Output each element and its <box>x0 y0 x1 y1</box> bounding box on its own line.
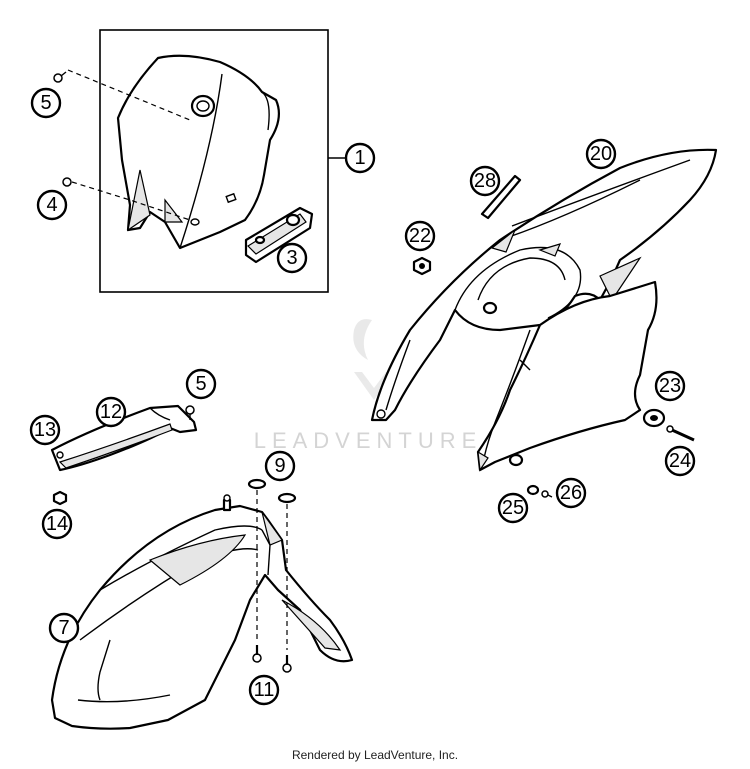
plate-bracket <box>244 206 314 264</box>
bolt-11-left <box>252 645 262 663</box>
svg-text:9: 9 <box>274 455 285 477</box>
washer-25 <box>526 484 540 496</box>
washer-9-right <box>277 492 297 504</box>
decal-strip <box>480 174 522 220</box>
svg-text:5: 5 <box>40 92 51 114</box>
callout-26: 26 <box>555 477 587 509</box>
leader-4 <box>71 181 191 221</box>
number-plate-group-box <box>99 29 329 293</box>
front-fender <box>50 504 354 730</box>
callout-13: 13 <box>29 414 61 446</box>
svg-text:5: 5 <box>195 373 206 395</box>
screw-top-left <box>53 71 67 83</box>
callout-5-top: 5 <box>30 87 62 119</box>
watermark-text: LEADVENTURE <box>254 428 483 453</box>
grommet-23 <box>642 408 666 428</box>
svg-text:24: 24 <box>669 450 691 472</box>
callout-23: 23 <box>654 370 686 402</box>
svg-text:22: 22 <box>409 225 431 247</box>
rear-fender <box>370 148 718 422</box>
callout-20: 20 <box>585 138 617 170</box>
leader-5-top <box>67 69 191 121</box>
svg-text:26: 26 <box>560 482 582 504</box>
callout-25: 25 <box>497 492 529 524</box>
callout-14: 14 <box>41 508 73 540</box>
screw-left <box>62 177 72 187</box>
callout-1: 1 <box>344 142 376 174</box>
callout-24: 24 <box>664 445 696 477</box>
callout-11: 11 <box>248 674 280 706</box>
callout-28: 28 <box>469 165 501 197</box>
footer-credit: Rendered by LeadVenture, Inc. <box>291 748 459 762</box>
svg-text:11: 11 <box>254 679 275 701</box>
callout-4: 4 <box>36 189 68 221</box>
svg-text:20: 20 <box>590 143 612 165</box>
screw-13 <box>56 451 64 459</box>
svg-text:28: 28 <box>474 170 496 192</box>
svg-text:3: 3 <box>286 247 297 269</box>
svg-text:25: 25 <box>502 497 524 519</box>
svg-text:14: 14 <box>46 513 68 535</box>
callout-7: 7 <box>48 612 80 644</box>
callout-3: 3 <box>276 242 308 274</box>
svg-text:13: 13 <box>34 419 56 441</box>
svg-text:7: 7 <box>58 617 69 639</box>
screw-12-top <box>185 405 195 420</box>
front-number-plate <box>116 54 281 250</box>
side-panel <box>476 280 658 472</box>
nut-22 <box>412 256 432 276</box>
callout-12: 12 <box>95 396 127 428</box>
bolt-24 <box>666 425 695 442</box>
svg-text:4: 4 <box>46 194 57 216</box>
svg-text:1: 1 <box>354 147 365 169</box>
svg-text:12: 12 <box>100 401 122 423</box>
nut-14 <box>52 490 68 506</box>
screw-26 <box>541 490 553 498</box>
callout-5-bracket: 5 <box>185 368 217 400</box>
svg-text:23: 23 <box>659 375 681 397</box>
callout-9: 9 <box>264 450 296 482</box>
fender-stud <box>222 494 232 512</box>
fender-bracket <box>50 404 198 472</box>
callout-22: 22 <box>404 220 436 252</box>
bolt-11-right <box>282 655 292 673</box>
washer-9-left <box>247 478 267 490</box>
